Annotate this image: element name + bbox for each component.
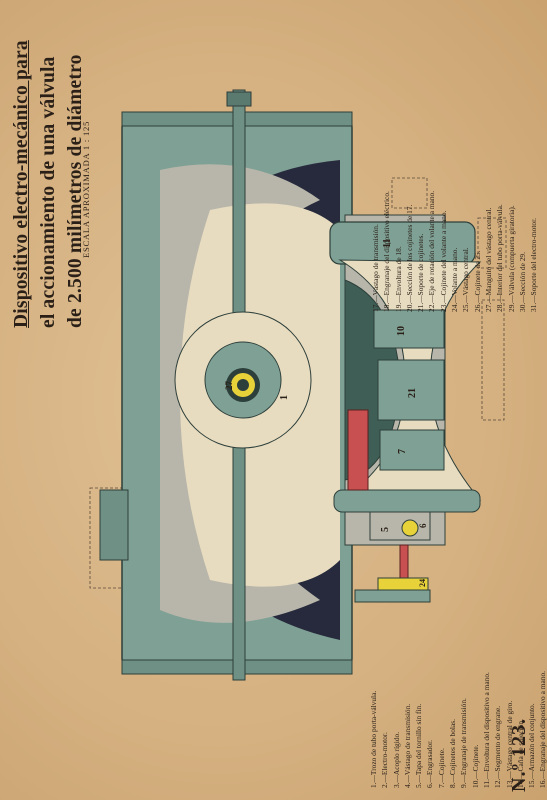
worm-cover-5 [369, 511, 431, 541]
legend-item: 20.—Sección de los cojinetes de 17. [404, 204, 414, 312]
legend-item: 24.—Volante a mano. [450, 247, 460, 312]
legend-item: 3.—Acoplo rígido. [391, 731, 401, 788]
legend-item: 10.—Cojinete. [470, 744, 480, 788]
part-label-11: 11 [382, 239, 393, 248]
legend-left: 1.—Trozo de tubo porta-válvula.2.—Electr… [368, 671, 547, 788]
legend-item: 23.—Cojinete del volante a mano. [438, 210, 448, 312]
legend-item: 22.—Eje de rotación del volante a mano. [427, 190, 437, 312]
legend-item: 11.—Envoltura del dispositivo a mano. [481, 672, 491, 788]
shaft-cap [226, 91, 252, 107]
legend-item: 19.—Envoltura de 18. [393, 246, 403, 312]
legend-item: 27.—Manguito del vástago central. [483, 207, 493, 312]
red-shaft [347, 409, 369, 491]
scale-note: ESCALA APROXIMADA 1 : 125 [81, 120, 91, 258]
legend-item: 8.—Cojinetes de bolas. [448, 719, 458, 788]
legend-item: 7.—Cojinete. [436, 748, 446, 788]
title-line-2: el accionamiento de una válvula [38, 56, 59, 328]
legend-item: 1.—Trozo de tubo porta-válvula. [369, 690, 378, 788]
lubricator-6 [401, 519, 419, 537]
legend-item: 16.—Engranaje del dispositivo a mano. [538, 671, 547, 788]
legend-item: 6.—Engrasador. [425, 739, 435, 788]
bearing-21 [377, 359, 445, 421]
legend-item: 21.—Soporte de cojinetes. [416, 233, 426, 312]
part-label-7: 7 [397, 449, 408, 454]
part-label-10: 10 [396, 326, 407, 336]
legend-item: 4.—Vástago de transmisión. [402, 703, 412, 788]
legend-item: 5.—Tapa del tornillo sin fin. [414, 703, 424, 788]
part-label-24: 24 [418, 579, 427, 587]
part-label-21: 21 [407, 388, 418, 398]
legend-item: 12.—Segmento de engrane. [493, 705, 503, 788]
legend-item: 18.—Engranaje del dispositivo eléctrico. [382, 191, 392, 312]
legend-item: 26.—Cojinete de 25. [472, 250, 482, 312]
legend-item: 14.—Caña de sujeción. [515, 719, 525, 788]
part-label-5: 5 [380, 527, 391, 532]
legend-item: 15.—Armazón del conjunto. [527, 703, 537, 788]
legend-item: 2.—Electro-motor. [380, 732, 390, 788]
legend-item: 17.—Vástago de transmisión. [371, 224, 380, 312]
legend-item: 25.—Vástago central. [461, 247, 471, 312]
hub-center [237, 379, 249, 391]
part-label-6: 6 [418, 523, 428, 528]
plate-title: Dispositivo electro-mecánico para el acc… [8, 28, 89, 328]
legend-item: 31.—Soporte del electro-motor. [529, 217, 539, 312]
part-label-1: 1 [279, 395, 290, 400]
bearing-10 [373, 309, 445, 349]
title-line-1: Dispositivo electro-mecánico para [11, 40, 32, 328]
legend-right: 17.—Vástago de transmisión.18.—Engranaje… [370, 191, 539, 312]
left-housing [99, 489, 129, 561]
motor-cap [333, 489, 481, 513]
bearing-7 [379, 429, 445, 471]
dashed-outline-right [477, 217, 507, 269]
legend-item: 28.—Interior del tubo porta-válvula. [495, 204, 505, 312]
part-label-27: 27 [224, 381, 234, 391]
dashed-outline-top [391, 177, 428, 209]
legend-item: 9.—Engranaje de transmisión. [459, 698, 469, 788]
legend-item: 30.—Sección de 29. [517, 252, 527, 312]
legend-item: 13.—Vástago central de giro. [504, 700, 514, 788]
dashed-outline-bottom-right [481, 299, 505, 421]
support-31 [354, 589, 431, 603]
legend-item: 29.—Válvula (compuerta giratoria). [506, 205, 516, 312]
